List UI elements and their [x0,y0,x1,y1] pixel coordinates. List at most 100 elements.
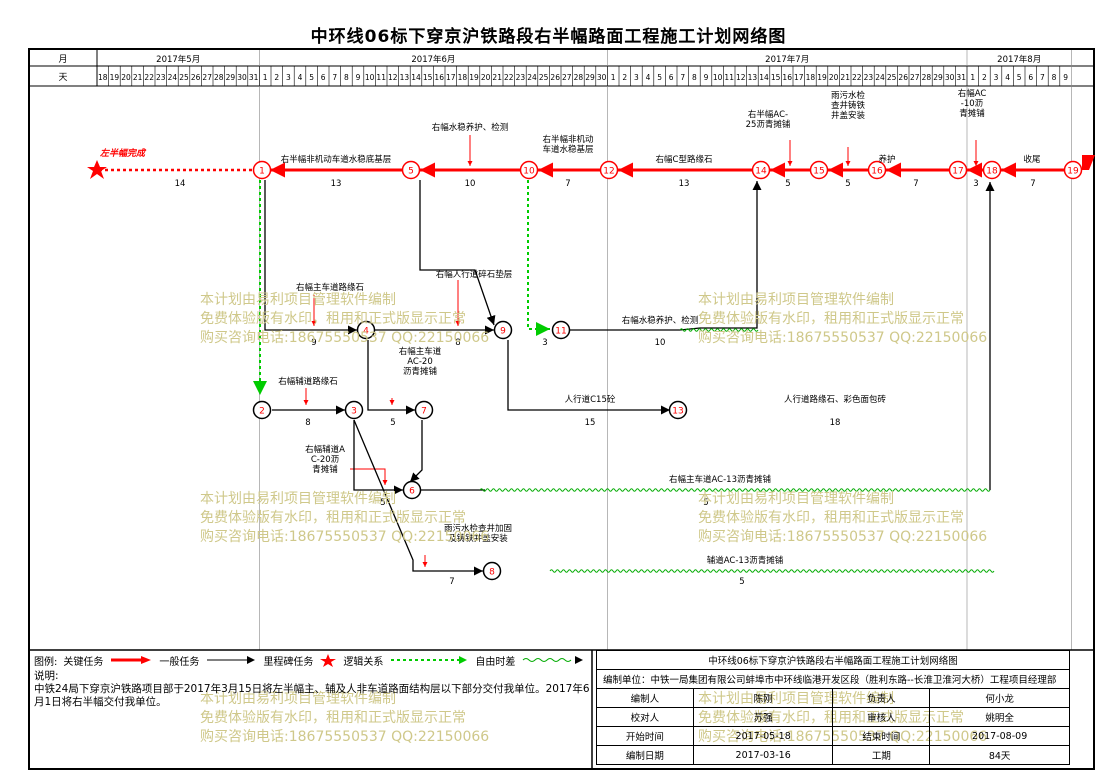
watermark-2: 本计划由易利项目管理软件编制免费体验版有水印，租用和正式版显示正常购买咨询电话:… [698,292,988,346]
day-header: 12 [388,73,398,82]
task-duration: 3 [973,179,978,189]
day-header: 4 [298,73,303,82]
day-header: 25 [887,73,897,82]
day-header: 29 [226,73,236,82]
node-18: 18 [982,160,1002,180]
day-header: 28 [922,73,932,82]
task-duration: 5 [703,498,708,508]
day-header: 14 [759,73,769,82]
svg-text:15: 15 [813,167,824,177]
svg-text:10: 10 [523,167,535,177]
day-header: 5 [657,73,662,82]
day-header: 7 [332,73,337,82]
watermark-5: 本计划由易利项目管理软件编制免费体验版有水印，租用和正式版显示正常购买咨询电话:… [200,691,490,745]
day-header: 11 [376,73,386,82]
month-header: 2017年7月 [765,54,809,65]
day-header: 9 [704,73,709,82]
day-header: 28 [214,73,224,82]
normal-arrow-icon [207,656,256,664]
task-duration: 7 [449,577,454,587]
day-header: 19 [817,73,827,82]
svg-text:7: 7 [421,407,427,417]
day-header: 22 [852,73,862,82]
free-float-lines [479,328,995,573]
day-header: 2 [982,73,987,82]
task-duration: 13 [679,179,690,189]
logic-arrow-icon [391,656,468,664]
day-header: 4 [1005,73,1010,82]
task-duration: 7 [1030,179,1035,189]
critical-arrow-icon [111,656,152,664]
note: 说明: 中铁24局下穿京沪铁路项目部于2017年3月15日将左半幅主、辅及人非车… [34,670,590,708]
day-header: 16 [782,73,792,82]
day-header: 21 [133,73,143,82]
month-header: 2017年6月 [411,54,455,65]
day-header: 8 [692,73,697,82]
task-label: 右半幅非机动车道水稳底基层 [281,154,392,165]
day-header: 24 [875,73,885,82]
month-header: 2017年8月 [997,54,1041,65]
day-header: 6 [669,73,674,82]
day-header: 13 [400,73,410,82]
svg-text:16: 16 [871,167,883,177]
day-header: 15 [771,73,781,82]
day-header: 2 [622,73,627,82]
task-duration: 9 [311,338,316,348]
node-7: 7 [414,400,434,420]
task-label: 右幅C型路缘石 [656,154,713,165]
day-header: 15 [423,73,433,82]
task-duration: 5 [390,418,395,428]
task-label: 右幅人行道碎石垫层 [436,269,513,280]
day-header: 26 [550,73,560,82]
day-header: 24 [168,73,178,82]
free-float-8-18 [549,569,995,573]
day-header: 20 [121,73,131,82]
node-9: 9 [493,320,513,340]
day-header: 3 [634,73,639,82]
task-duration: 13 [331,179,342,189]
day-header: 21 [492,73,502,82]
svg-text:4: 4 [363,327,369,337]
month-label: 月 [58,54,67,65]
timeline-grid [259,50,1072,650]
day-header: 29 [933,73,943,82]
day-header: 23 [516,73,526,82]
svg-text:1: 1 [259,167,265,177]
day-header: 23 [156,73,166,82]
node-13: 13 [668,400,688,420]
task-duration: 18 [830,418,841,428]
task-label: 右半幅非机动车道水稳基层 [542,134,594,155]
day-header: 29 [585,73,595,82]
node-14: 14 [751,160,771,180]
task-labels: 14右半幅非机动车道水稳底基层13右幅水稳养护、检测10右半幅非机动车道水稳基层… [175,88,1041,587]
node-15: 15 [809,160,829,180]
node-6: 6 [402,480,422,500]
day-header: 2 [274,73,279,82]
day-header: 26 [191,73,201,82]
node-11: 11 [551,320,571,340]
outer-frame [28,48,1095,770]
day-header: 17 [794,73,804,82]
task-duration: 5 [845,179,850,189]
task-duration: 8 [455,338,460,348]
day-header: 22 [144,73,154,82]
day-header: 24 [527,73,537,82]
day-header: 8 [1052,73,1057,82]
day-header: 13 [748,73,758,82]
node-12: 12 [599,160,619,180]
node-3: 3 [344,400,364,420]
task-label: 右幅水稳养护、检测 [432,122,509,133]
task-label: 右幅水稳养护、检测 [622,315,699,326]
month-header: 2017年5月 [156,54,200,65]
svg-text:9: 9 [500,327,506,337]
svg-text:8: 8 [489,568,495,578]
day-header: 1 [611,73,616,82]
day-header: 22 [504,73,514,82]
svg-text:18: 18 [986,167,998,177]
day-header: 25 [539,73,549,82]
task-label: 人行道C15砼 [565,394,616,405]
node-17: 17 [948,160,968,180]
day-header: 5 [1017,73,1022,82]
day-header: 19 [469,73,479,82]
